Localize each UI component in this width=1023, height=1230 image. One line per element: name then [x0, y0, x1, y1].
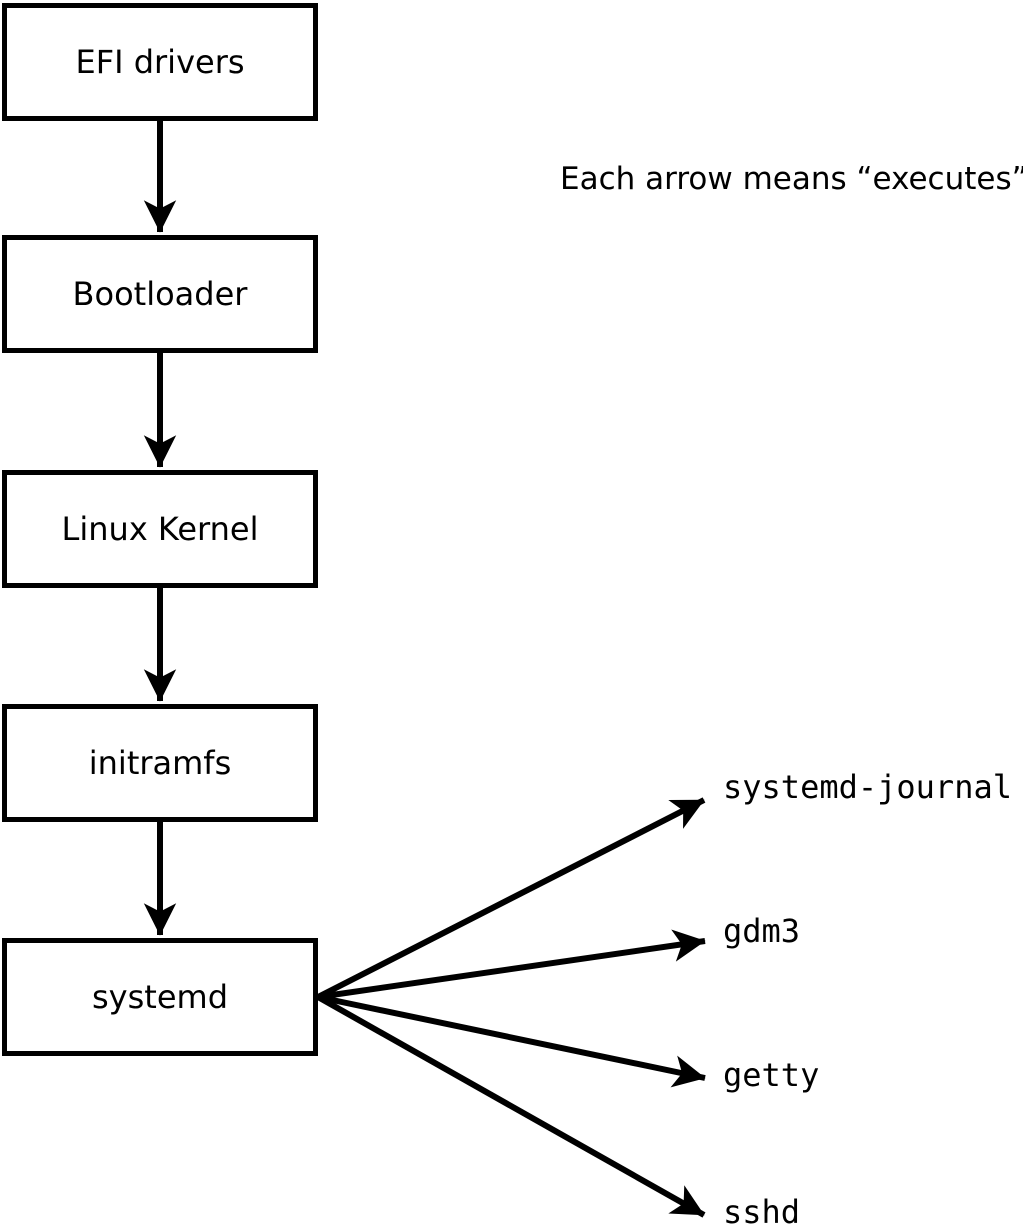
node-systemd: systemd — [2, 938, 318, 1056]
arrow-systemd-to-getty — [317, 994, 706, 1088]
node-bootloader: Bootloader — [2, 235, 318, 353]
label-getty: getty — [723, 1056, 820, 1094]
label-systemd-journal: systemd-journal — [723, 768, 1012, 806]
arrow-systemd-to-sshd — [316, 994, 706, 1218]
node-linux-kernel-label: Linux Kernel — [61, 510, 259, 548]
node-initramfs: initramfs — [2, 704, 318, 822]
node-efi-drivers: EFI drivers — [2, 3, 318, 121]
node-systemd-label: systemd — [92, 978, 228, 1016]
node-efi-drivers-label: EFI drivers — [75, 43, 245, 81]
node-initramfs-label: initramfs — [88, 744, 232, 782]
note-arrow-meaning: Each arrow means “executes”. — [560, 161, 1023, 197]
arrow-systemd-to-systemd-journal — [316, 797, 706, 1000]
label-sshd: sshd — [723, 1193, 801, 1230]
label-gdm3: gdm3 — [723, 912, 801, 950]
arrow-systemd-to-gdm3 — [317, 929, 706, 1000]
node-linux-kernel: Linux Kernel — [2, 470, 318, 588]
node-bootloader-label: Bootloader — [72, 275, 248, 313]
